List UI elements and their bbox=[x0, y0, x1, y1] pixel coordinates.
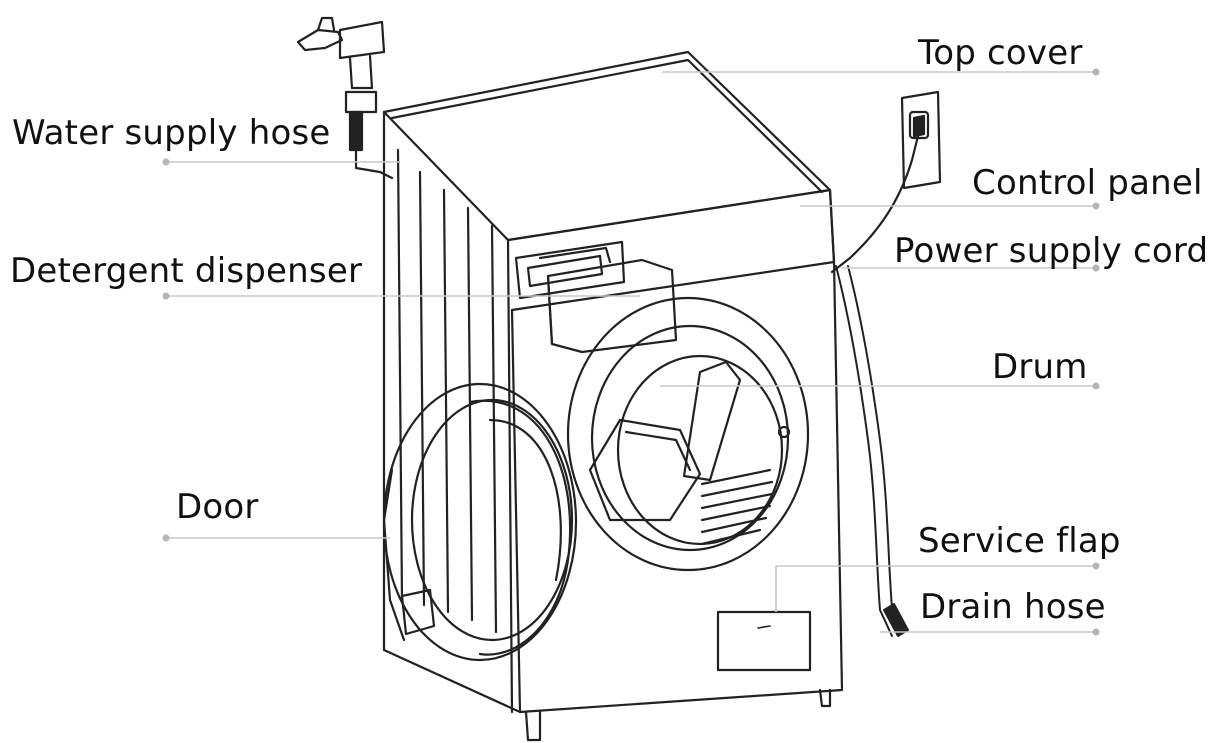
detergent-drawer bbox=[514, 240, 678, 354]
leader-dots bbox=[162, 68, 1100, 636]
drum bbox=[566, 296, 810, 572]
label-top-cover: Top cover bbox=[918, 33, 1083, 73]
leader-lines bbox=[166, 71, 1096, 633]
label-power-supply-cord: Power supply cord bbox=[894, 231, 1209, 271]
service-flap bbox=[716, 610, 812, 672]
label-door: Door bbox=[176, 487, 259, 527]
label-water-supply-hose: Water supply hose bbox=[12, 113, 331, 153]
label-drum: Drum bbox=[992, 347, 1088, 387]
drain-hose bbox=[835, 265, 909, 637]
label-service-flap: Service flap bbox=[918, 521, 1121, 561]
water-tap-icon bbox=[296, 16, 394, 180]
machine-body bbox=[382, 50, 844, 742]
label-detergent-dispenser: Detergent dispenser bbox=[10, 251, 363, 291]
power-socket-icon bbox=[830, 90, 942, 274]
door bbox=[382, 382, 578, 662]
label-control-panel: Control panel bbox=[972, 163, 1203, 203]
label-drain-hose: Drain hose bbox=[920, 587, 1106, 627]
